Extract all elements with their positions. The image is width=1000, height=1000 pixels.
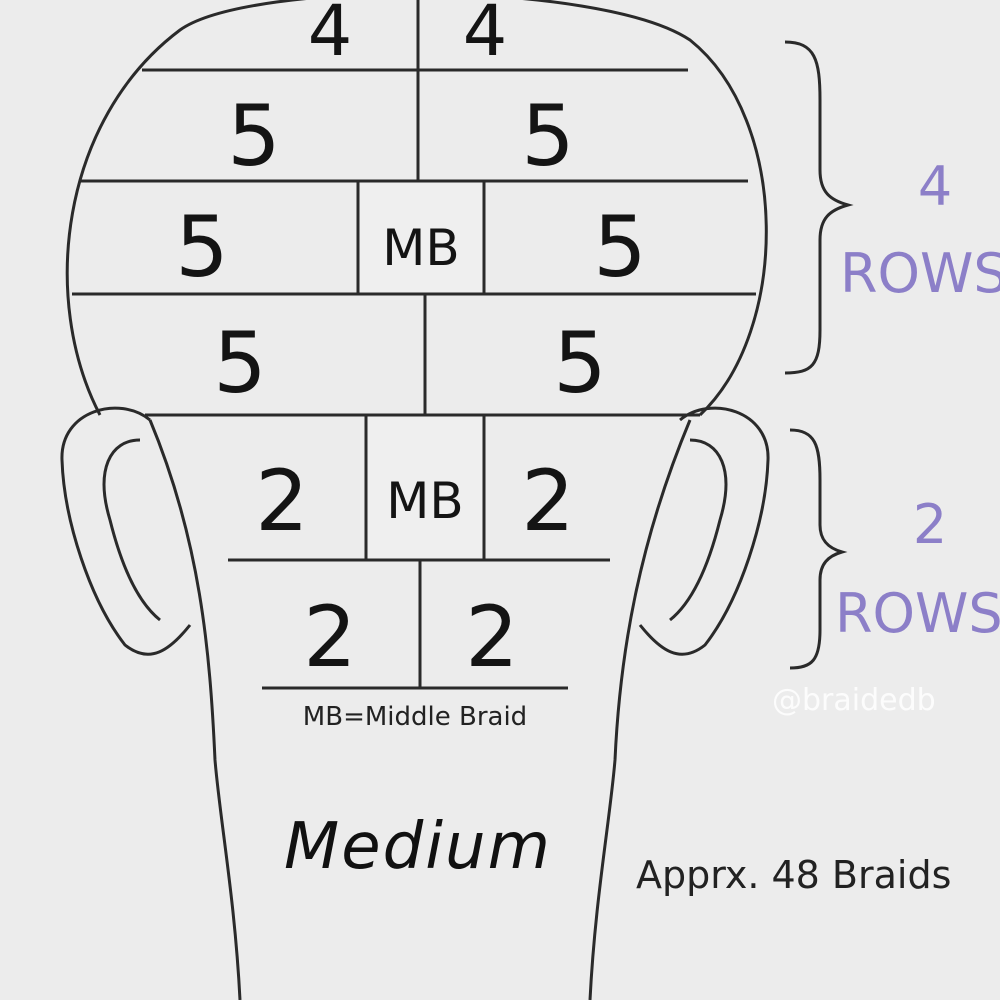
row3-middle: MB [382, 219, 459, 277]
row2-left: 5 [227, 87, 280, 185]
row6-left: 2 [303, 588, 356, 686]
row5-middle: MB [386, 472, 463, 530]
lower-rows-count: 2 [913, 493, 947, 556]
row5-left: 2 [255, 452, 308, 550]
row1-right: 4 [463, 0, 508, 72]
upper-rows-brace [784, 40, 854, 375]
neck-right [588, 419, 692, 1000]
neck-left [148, 419, 242, 1000]
left-ear [60, 406, 192, 656]
braid-count-note: Apprx. 48 Braids [636, 853, 951, 897]
row3-right: 5 [593, 198, 646, 296]
right-ear [638, 406, 770, 656]
row3-left: 5 [175, 198, 228, 296]
left-ear-inner [102, 438, 161, 622]
legend-text: MB=Middle Braid [303, 702, 527, 732]
row2-right: 5 [521, 87, 574, 185]
lower-rows-label: ROWS [835, 582, 1000, 645]
mb-cell-upper [356, 179, 486, 296]
upper-rows-label: ROWS [840, 242, 1000, 305]
row1-left: 4 [308, 0, 353, 72]
row4-right: 5 [553, 314, 606, 412]
row4-left: 5 [213, 314, 266, 412]
watermark: @braidedb [772, 683, 936, 718]
row6-right: 2 [465, 588, 518, 686]
row5-right: 2 [521, 452, 574, 550]
lower-rows-brace [789, 428, 848, 670]
size-title: Medium [284, 810, 552, 884]
mb-cell-lower [364, 413, 486, 562]
upper-rows-count: 4 [918, 155, 952, 218]
right-ear-inner [669, 438, 728, 622]
head-outline [65, 0, 768, 417]
